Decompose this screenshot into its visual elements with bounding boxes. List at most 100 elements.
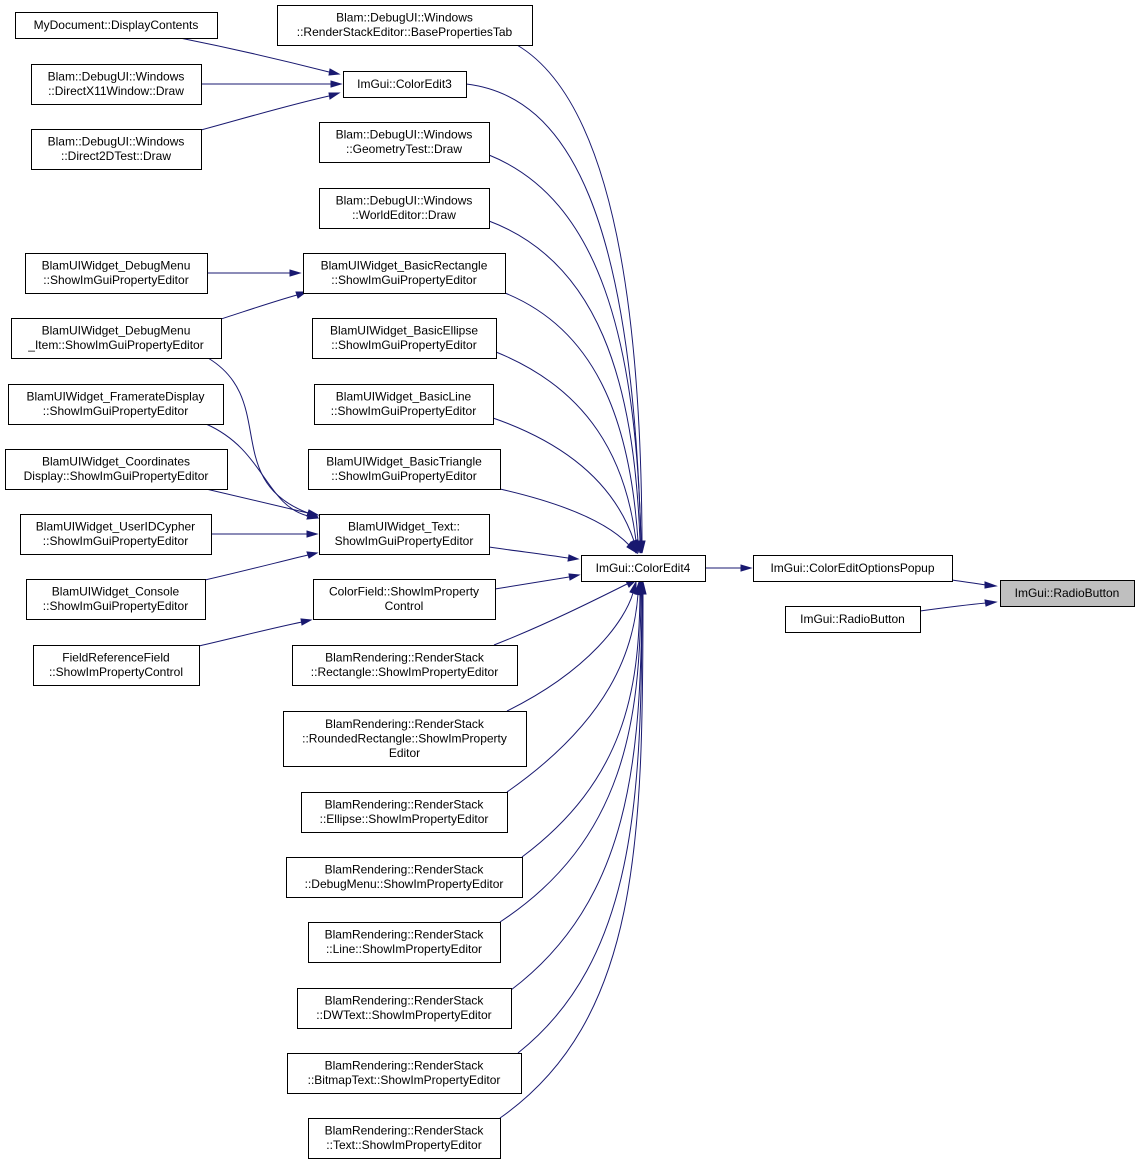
node-rs-rectangle[interactable]: BlamRendering::RenderStack::Rectangle::S… bbox=[292, 645, 518, 686]
node-radiobutton-main[interactable]: ImGui::RadioButton bbox=[1000, 580, 1135, 607]
node-label-line: ImGui::ColorEditOptionsPopup bbox=[770, 561, 934, 575]
node-direct2dtest-draw[interactable]: Blam::DebugUI::Windows::Direct2DTest::Dr… bbox=[31, 129, 202, 170]
node-radiobutton-overload[interactable]: ImGui::RadioButton bbox=[785, 606, 921, 633]
node-box bbox=[319, 188, 490, 229]
node-rs-debugmenu[interactable]: BlamRendering::RenderStack::DebugMenu::S… bbox=[286, 857, 523, 898]
edge-direct2d-to-coloredit3 bbox=[200, 92, 341, 131]
edge-line bbox=[506, 593, 639, 793]
node-box bbox=[319, 122, 490, 163]
node-renderstackeditor-basepropertiestab[interactable]: Blam::DebugUI::Windows::RenderStackEdito… bbox=[277, 5, 533, 46]
node-basicellipse-editor[interactable]: BlamUIWidget_BasicEllipse::ShowImGuiProp… bbox=[312, 318, 497, 359]
node-box bbox=[308, 1118, 501, 1159]
node-coloreditoptionspopup[interactable]: ImGui::ColorEditOptionsPopup bbox=[753, 555, 953, 582]
node-label-line: BlamRendering::RenderStack bbox=[325, 1124, 485, 1138]
edge-directx11-to-coloredit3 bbox=[201, 80, 343, 88]
edge-line bbox=[465, 83, 642, 542]
node-text-widget-editor[interactable]: BlamUIWidget_Text::ShowImGuiPropertyEdit… bbox=[319, 514, 490, 555]
node-rs-roundedrectangle[interactable]: BlamRendering::RenderStack::RoundedRecta… bbox=[283, 711, 527, 767]
edge-basepropertiestab-to-coloredit4 bbox=[516, 44, 646, 554]
node-box bbox=[314, 384, 494, 425]
node-framerate-editor[interactable]: BlamUIWidget_FramerateDisplay::ShowImGui… bbox=[8, 384, 224, 425]
node-label-line: BlamUIWidget_BasicEllipse bbox=[330, 324, 478, 338]
node-coloredit4[interactable]: ImGui::ColorEdit4 bbox=[581, 555, 706, 582]
edge-line bbox=[488, 154, 642, 542]
edge-line bbox=[521, 593, 641, 858]
edge-line bbox=[504, 292, 639, 542]
edge-line bbox=[220, 294, 298, 320]
node-label-line: ::ShowImGuiPropertyEditor bbox=[331, 338, 476, 352]
arrowhead-icon bbox=[567, 554, 580, 562]
edge-line bbox=[492, 417, 635, 542]
node-box bbox=[11, 318, 222, 359]
node-debugmenu-item-editor[interactable]: BlamUIWidget_DebugMenu_Item::ShowImGuiPr… bbox=[11, 318, 222, 359]
node-label-line: Blam::DebugUI::Windows bbox=[336, 11, 473, 25]
node-label-line: ::ShowImGuiPropertyEditor bbox=[43, 599, 188, 613]
node-box bbox=[308, 922, 501, 963]
node-label-line: BlamRendering::RenderStack bbox=[325, 863, 485, 877]
node-directx11window-draw[interactable]: Blam::DebugUI::Windows::DirectX11Window:… bbox=[31, 64, 202, 105]
edge-coordinates-to-text bbox=[205, 488, 320, 517]
node-label-line: BlamRendering::RenderStack bbox=[325, 928, 485, 942]
edge-basicrect-to-coloredit4 bbox=[504, 292, 642, 554]
node-geometrytest-draw[interactable]: Blam::DebugUI::Windows::GeometryTest::Dr… bbox=[319, 122, 490, 163]
edge-geometrytest-to-coloredit4 bbox=[488, 154, 645, 554]
edge-line bbox=[951, 579, 987, 586]
edge-basicellipse-to-coloredit4 bbox=[495, 351, 640, 554]
edge-rs-dwtext-to-coloredit4 bbox=[510, 581, 646, 991]
edge-popup-to-radiobutton bbox=[951, 579, 998, 589]
edge-rs-roundedrect-to-coloredit4 bbox=[506, 580, 637, 712]
node-box bbox=[26, 579, 206, 620]
node-label-line: BlamRendering::RenderStack bbox=[325, 717, 485, 731]
node-label-line: ImGui::ColorEdit4 bbox=[596, 561, 691, 575]
edge-line bbox=[517, 593, 643, 1054]
node-console-editor[interactable]: BlamUIWidget_Console::ShowImGuiPropertyE… bbox=[26, 579, 206, 620]
node-label-line: ::DebugMenu::ShowImPropertyEditor bbox=[305, 877, 504, 891]
node-rs-bitmaptext[interactable]: BlamRendering::RenderStack::BitmapText::… bbox=[287, 1053, 522, 1094]
node-colorfield-control[interactable]: ColorField::ShowImPropertyControl bbox=[313, 579, 496, 620]
node-fieldreferencefield-control[interactable]: FieldReferenceField::ShowImPropertyContr… bbox=[33, 645, 200, 686]
node-label-line: ::Direct2DTest::Draw bbox=[61, 149, 171, 163]
node-basicrectangle-editor[interactable]: BlamUIWidget_BasicRectangle::ShowImGuiPr… bbox=[303, 253, 506, 294]
arrowhead-icon bbox=[984, 581, 998, 589]
node-box bbox=[343, 71, 467, 98]
edge-line bbox=[499, 593, 642, 923]
node-rs-text[interactable]: BlamRendering::RenderStack::Text::ShowIm… bbox=[308, 1118, 501, 1159]
node-rs-dwtext[interactable]: BlamRendering::RenderStack::DWText::Show… bbox=[297, 988, 512, 1029]
node-label-line: ColorField::ShowImProperty bbox=[329, 585, 479, 599]
node-mydocument-displaycontents[interactable]: MyDocument::DisplayContents bbox=[15, 12, 218, 39]
node-coloredit3[interactable]: ImGui::ColorEdit3 bbox=[343, 71, 467, 98]
node-label-line: ::Text::ShowImPropertyEditor bbox=[326, 1138, 481, 1152]
node-worldeditor-draw[interactable]: Blam::DebugUI::Windows::WorldEditor::Dra… bbox=[319, 188, 490, 229]
edge-rs-ellipse-to-coloredit4 bbox=[506, 581, 642, 793]
node-label-line: BlamRendering::RenderStack bbox=[325, 1059, 485, 1073]
node-label-line: BlamUIWidget_UserIDCypher bbox=[36, 520, 195, 534]
node-useridcypher-editor[interactable]: BlamUIWidget_UserIDCypher::ShowImGuiProp… bbox=[20, 514, 212, 555]
edge-console-to-text bbox=[204, 551, 319, 581]
node-rs-ellipse[interactable]: BlamRendering::RenderStack::Ellipse::Sho… bbox=[301, 792, 508, 833]
node-basicline-editor[interactable]: BlamUIWidget_BasicLine::ShowImGuiPropert… bbox=[314, 384, 494, 425]
node-box bbox=[581, 555, 706, 582]
node-coordinates-editor[interactable]: BlamUIWidget_CoordinatesDisplay::ShowImG… bbox=[5, 449, 228, 490]
node-box bbox=[301, 792, 508, 833]
edge-debugmenu-to-basicrect bbox=[207, 269, 302, 277]
node-label-line: ::WorldEditor::Draw bbox=[352, 208, 456, 222]
edge-basictriangle-to-coloredit4 bbox=[499, 488, 639, 555]
edge-line bbox=[205, 488, 309, 514]
arrowhead-icon bbox=[289, 269, 302, 277]
node-box bbox=[20, 514, 212, 555]
node-label-line: ImGui::RadioButton bbox=[800, 612, 905, 626]
node-label-line: ::Line::ShowImPropertyEditor bbox=[326, 942, 482, 956]
node-label-line: ::DirectX11Window::Draw bbox=[48, 84, 184, 98]
edge-line bbox=[204, 554, 309, 581]
node-box bbox=[785, 606, 921, 633]
edge-displaycontents-to-coloredit3 bbox=[179, 37, 341, 76]
node-basictriangle-editor[interactable]: BlamUIWidget_BasicTriangle::ShowImGuiPro… bbox=[308, 449, 501, 490]
edge-overload-to-radiobutton bbox=[919, 599, 998, 612]
node-debugmenu-editor[interactable]: BlamUIWidget_DebugMenu::ShowImGuiPropert… bbox=[25, 253, 208, 294]
node-box bbox=[277, 5, 533, 46]
node-rs-line[interactable]: BlamRendering::RenderStack::Line::ShowIm… bbox=[308, 922, 501, 963]
node-label-line: BlamUIWidget_BasicLine bbox=[336, 390, 472, 404]
node-label-line: ::ShowImGuiPropertyEditor bbox=[331, 273, 476, 287]
node-box bbox=[319, 514, 490, 555]
node-label-line: ImGui::RadioButton bbox=[1015, 586, 1120, 600]
